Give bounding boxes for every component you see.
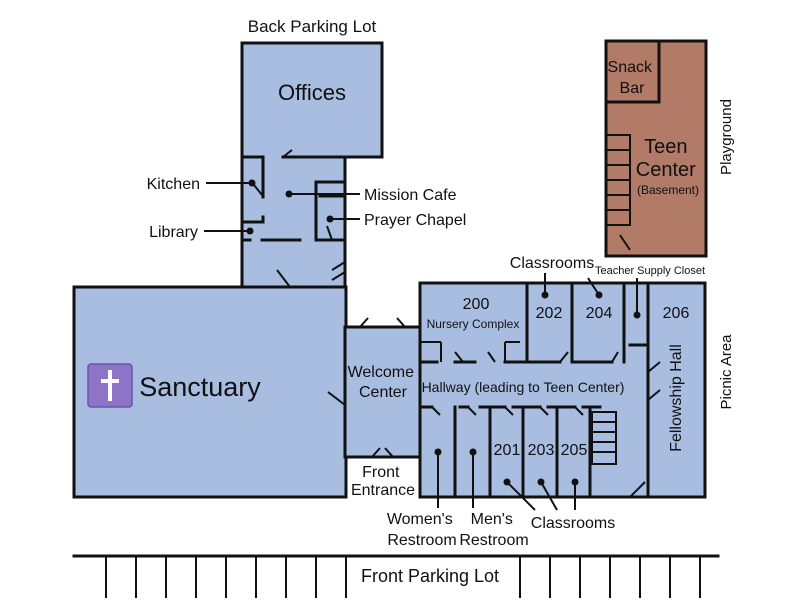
hallway-label: Hallway (leading to Teen Center): [422, 379, 625, 395]
classroom-wing-walls: [418, 281, 661, 499]
welcome-center-label: Welcome Center: [348, 364, 419, 401]
classroom-stairs: [591, 411, 617, 465]
room-204-label: 204: [586, 305, 613, 322]
classrooms-top-label: Classrooms: [510, 255, 594, 272]
mission-cafe-label: Mission Cafe: [364, 187, 457, 204]
nursery-complex-label: Nursery Complex: [427, 317, 520, 331]
sanctuary-room[interactable]: [72, 285, 348, 499]
offices-interior-walls: [240, 149, 347, 288]
room-205-label: 205: [561, 442, 588, 459]
classrooms-bottom-label: Classrooms: [531, 515, 615, 532]
teen-center-building[interactable]: [604, 39, 708, 258]
room-202-label: 202: [536, 305, 563, 322]
teen-center-interior: [604, 39, 661, 251]
playground-label: Playground: [718, 99, 735, 175]
classroom-wing[interactable]: [418, 281, 707, 499]
snack-bar-label: Snack Bar: [608, 59, 657, 97]
picnic-area-label: Picnic Area: [718, 334, 735, 410]
sanctuary-label: Sanctuary: [139, 372, 261, 402]
welcome-center-doors: [327, 317, 421, 458]
front-entrance-label: Front Entrance: [351, 464, 415, 499]
teacher-supply-closet-label: Teacher Supply Closet: [595, 265, 705, 277]
library-label: Library: [149, 224, 198, 241]
room-201-label: 201: [494, 442, 521, 459]
fellowship-hall-label: Fellowship Hall: [668, 344, 685, 452]
teen-center-label: Teen Center (Basement): [636, 136, 700, 197]
offices-label: Offices: [278, 80, 346, 105]
prayer-chapel-label: Prayer Chapel: [364, 212, 466, 229]
back-parking-lot-label: Back Parking Lot: [248, 17, 377, 36]
kitchen-label: Kitchen: [147, 176, 200, 193]
callout-pointers: [204, 179, 641, 511]
womens-restroom-label: Women's Restroom: [387, 511, 457, 549]
front-parking-lot: [72, 554, 720, 598]
cross-icon: [87, 363, 133, 408]
mens-restroom-label: Men's Restroom: [459, 511, 528, 549]
room-206-label: 206: [663, 305, 690, 322]
room-203-label: 203: [528, 442, 555, 459]
room-200-label: 200: [463, 296, 490, 313]
front-parking-lot-label: Front Parking Lot: [361, 566, 499, 586]
